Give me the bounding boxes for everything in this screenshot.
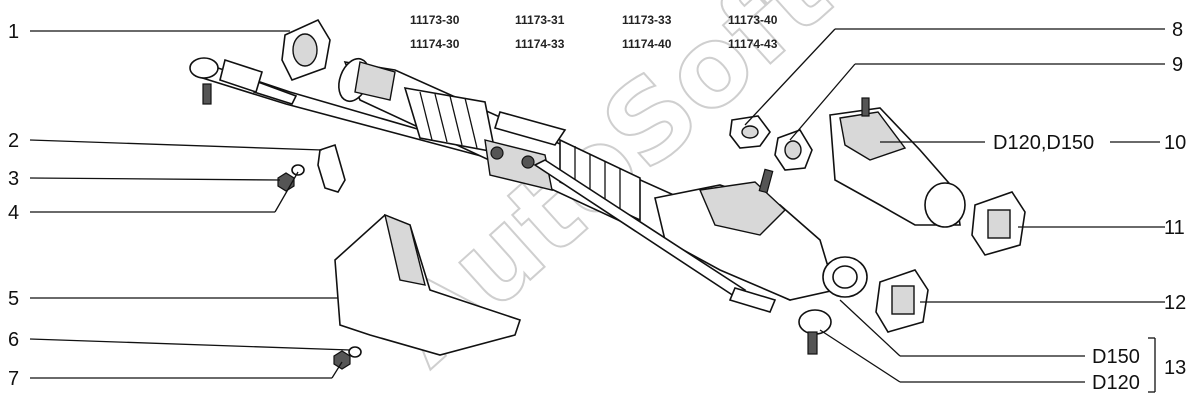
- code-top-4: 11173-40: [728, 13, 778, 27]
- part-codes: 11173-30 11173-31 11173-33 11173-40 1117…: [410, 13, 778, 51]
- callout-3: 3: [8, 168, 19, 190]
- code-bottom-4: 11174-43: [728, 37, 778, 51]
- steering-rack: [189, 57, 868, 355]
- callout-4: 4: [8, 202, 19, 224]
- part-4-washer: [291, 164, 305, 176]
- part-1-bushing: [281, 18, 331, 81]
- callout-10: 10: [1164, 132, 1186, 154]
- code-bottom-1: 11174-30: [410, 37, 460, 51]
- code-bottom-3: 11174-40: [622, 37, 672, 51]
- callout-2: 2: [8, 130, 19, 152]
- callout-5: 5: [8, 288, 19, 310]
- part-8-seal: [729, 115, 771, 149]
- callout-8: 8: [1172, 19, 1183, 41]
- callout-13: 13: [1164, 357, 1186, 379]
- leaders-left: [29, 30, 351, 379]
- part-9-seal: [774, 129, 813, 171]
- callouts-left: 1 2 3 4 5 6 7: [8, 21, 19, 390]
- callout-1: 1: [8, 21, 19, 43]
- callout-9: 9: [1172, 54, 1183, 76]
- callouts-right: 8 9 D120,D150 10 11 12 D150 D120 13: [993, 19, 1186, 394]
- part-5-bracket: [334, 213, 522, 356]
- leaders-right: [744, 28, 1165, 393]
- code-top-3: 11173-33: [622, 13, 672, 27]
- part-10-housing: [829, 97, 966, 228]
- callout-7: 7: [8, 368, 19, 390]
- part-2-clamp: [317, 143, 346, 193]
- left-bellows-ribs: [419, 91, 478, 149]
- callout-13-variant-b: D120: [1092, 372, 1140, 394]
- part-6-washer: [348, 346, 362, 358]
- code-bottom-2: 11174-33: [515, 37, 565, 51]
- code-top-1: 11173-30: [410, 13, 460, 27]
- callout-11: 11: [1164, 217, 1185, 239]
- callout-6: 6: [8, 329, 19, 351]
- callout-10-variant: D120,D150: [993, 132, 1094, 154]
- code-top-2: 11173-31: [515, 13, 565, 27]
- callout-12: 12: [1164, 292, 1186, 314]
- part-11-bushing: [971, 191, 1026, 256]
- part-12-bushing: [875, 269, 929, 333]
- part-7-nut: [333, 350, 351, 370]
- callout-13-variant-a: D150: [1092, 346, 1140, 368]
